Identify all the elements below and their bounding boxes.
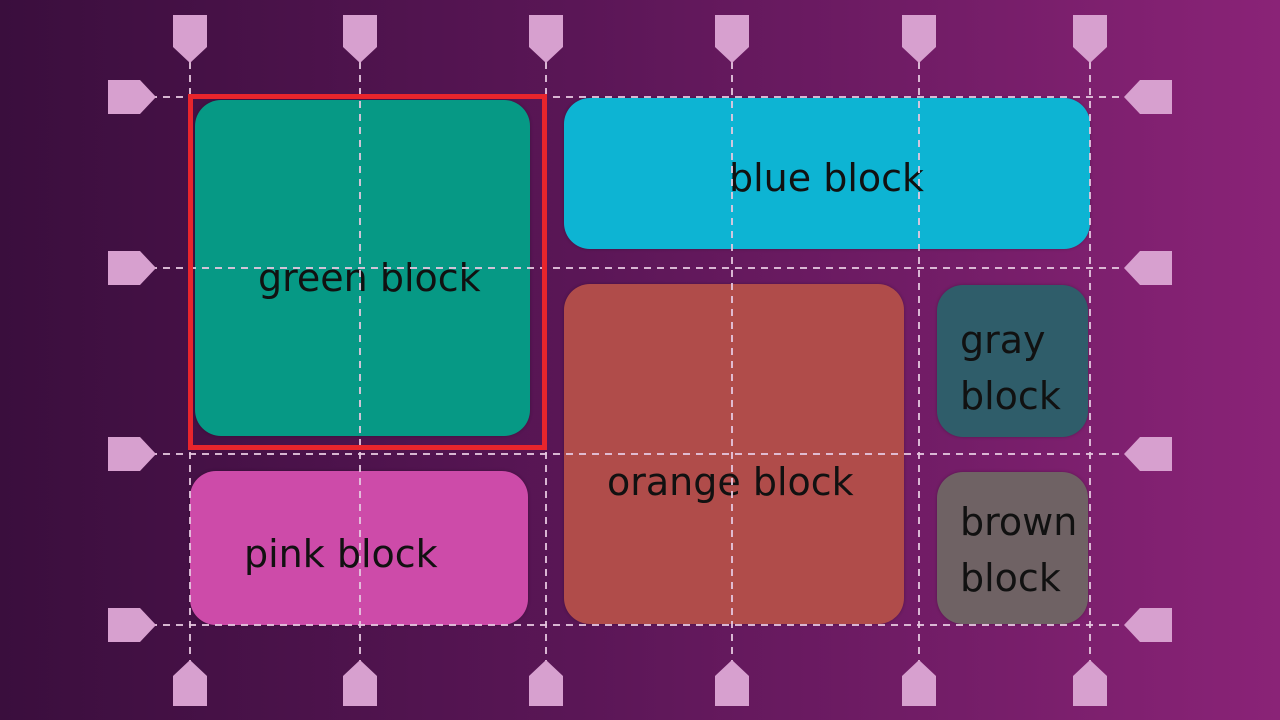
right-pentagon-left-icon-3: [1124, 437, 1172, 471]
gray-block-label: gray block: [960, 318, 1061, 418]
top-pentagon-down-icon-4: [715, 15, 749, 63]
top-pentagon-down-icon-2: [343, 15, 377, 63]
blue-block: blue block: [564, 98, 1090, 249]
bottom-pentagon-up-icon-3: [529, 660, 563, 706]
top-pentagon-down-icon-3: [529, 15, 563, 63]
bottom-pentagon-up-icon-1: [173, 660, 207, 706]
top-pentagon-down-icon-6: [1073, 15, 1107, 63]
selection-outline: [188, 94, 547, 450]
top-pentagon-down-icon-5: [902, 15, 936, 63]
brown-block: brown block: [937, 472, 1088, 624]
gray-block: gray block: [937, 285, 1088, 437]
left-pentagon-right-icon-4: [108, 608, 156, 642]
bottom-pentagon-up-icon-4: [715, 660, 749, 706]
pink-block-label: pink block: [244, 532, 438, 576]
blue-block-label: blue block: [729, 156, 925, 200]
bottom-pentagon-up-icon-6: [1073, 660, 1107, 706]
right-pentagon-left-icon-1: [1124, 80, 1172, 114]
left-pentagon-right-icon-3: [108, 437, 156, 471]
orange-block-label: orange block: [607, 460, 854, 504]
right-pentagon-left-icon-4: [1124, 608, 1172, 642]
top-pentagon-down-icon-1: [173, 15, 207, 63]
left-pentagon-right-icon-2: [108, 251, 156, 285]
left-pentagon-right-icon-1: [108, 80, 156, 114]
green-block-label: green block: [258, 256, 481, 300]
right-pentagon-left-icon-2: [1124, 251, 1172, 285]
bottom-pentagon-up-icon-2: [343, 660, 377, 706]
bottom-pentagon-up-icon-5: [902, 660, 936, 706]
brown-block-label: brown block: [960, 500, 1078, 600]
